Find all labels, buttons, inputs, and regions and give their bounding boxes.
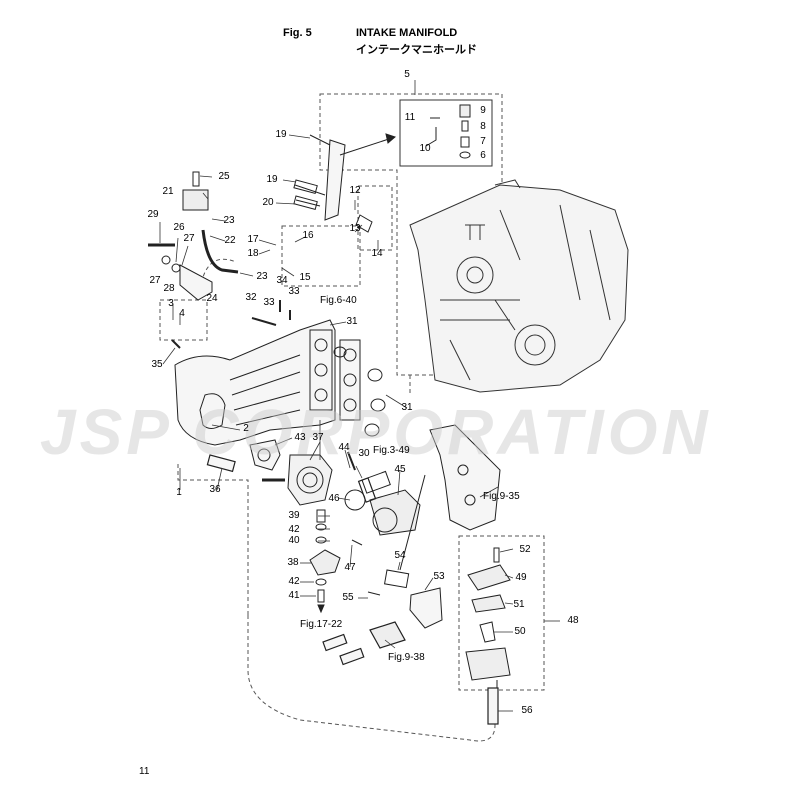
leader-lines bbox=[159, 80, 560, 712]
callout-33-upper: 33 bbox=[288, 286, 300, 297]
callout-48: 48 bbox=[567, 615, 579, 626]
callout-9: 9 bbox=[480, 105, 486, 116]
reference-fig-6-40[interactable]: Fig.6-40 bbox=[320, 295, 357, 306]
callout-54: 54 bbox=[394, 550, 406, 561]
reference-fig-9-38[interactable]: Fig.9-38 bbox=[388, 652, 425, 663]
stack-parts bbox=[309, 509, 341, 614]
callout-44: 44 bbox=[338, 442, 350, 453]
callout-42-upper: 42 bbox=[288, 524, 300, 535]
callout-19-upper: 19 bbox=[275, 129, 287, 140]
callout-30: 30 bbox=[358, 448, 370, 459]
callout-27-lower: 27 bbox=[149, 275, 161, 286]
callout-1: 1 bbox=[176, 487, 182, 498]
subgroup-box-15 bbox=[281, 225, 361, 287]
callout-16: 16 bbox=[302, 230, 314, 241]
reference-fig-17-22[interactable]: Fig.17-22 bbox=[300, 619, 343, 630]
callout-34: 34 bbox=[276, 275, 288, 286]
callout-19-lower: 19 bbox=[266, 174, 278, 185]
callout-46: 46 bbox=[328, 493, 340, 504]
throttle-body bbox=[249, 439, 391, 511]
callout-43: 43 bbox=[294, 432, 306, 443]
callout-35: 35 bbox=[151, 359, 163, 370]
gaskets bbox=[333, 339, 386, 437]
callout-56: 56 bbox=[521, 705, 533, 716]
callout-55: 55 bbox=[342, 592, 354, 603]
callout-24: 24 bbox=[206, 293, 218, 304]
intake-manifold bbox=[174, 319, 336, 446]
callout-29: 29 bbox=[147, 209, 159, 220]
sensor-assembly bbox=[148, 171, 239, 301]
callout-38: 38 bbox=[287, 557, 299, 568]
callout-52: 52 bbox=[519, 544, 531, 555]
callout-49: 49 bbox=[515, 572, 527, 583]
callout-12: 12 bbox=[349, 185, 361, 196]
callout-2: 2 bbox=[243, 423, 249, 434]
subgroup-box-12 bbox=[357, 185, 393, 251]
detail-arrowhead bbox=[385, 133, 396, 144]
callout-36: 36 bbox=[209, 484, 221, 495]
callout-26: 26 bbox=[173, 222, 185, 233]
fuel-rail bbox=[293, 134, 373, 233]
reference-fig-9-35[interactable]: Fig.9-35 bbox=[483, 491, 520, 502]
callout-23-upper: 23 bbox=[223, 215, 235, 226]
callout-32: 32 bbox=[245, 292, 257, 303]
callout-39: 39 bbox=[288, 510, 300, 521]
clip-parts bbox=[367, 474, 443, 629]
callout-31-lower: 31 bbox=[401, 402, 413, 413]
callout-40: 40 bbox=[288, 535, 300, 546]
callout-53: 53 bbox=[433, 571, 445, 582]
callout-5: 5 bbox=[404, 69, 410, 80]
callout-45: 45 bbox=[394, 464, 406, 475]
callout-17: 17 bbox=[247, 234, 259, 245]
callout-41: 41 bbox=[288, 590, 300, 601]
callout-33-lower: 33 bbox=[263, 297, 275, 308]
callout-10: 10 bbox=[419, 143, 431, 154]
callout-13: 13 bbox=[349, 223, 361, 234]
figure-number: Fig. 5 bbox=[283, 27, 312, 39]
callout-6: 6 bbox=[480, 150, 486, 161]
page-number: 11 bbox=[139, 766, 150, 777]
leader-dash-1 bbox=[177, 464, 249, 615]
callout-31-upper: 31 bbox=[346, 316, 358, 327]
callout-18: 18 bbox=[247, 248, 259, 259]
callout-22: 22 bbox=[224, 235, 236, 246]
callout-37: 37 bbox=[312, 432, 324, 443]
callout-23-lower: 23 bbox=[256, 271, 268, 282]
hoses bbox=[206, 454, 499, 725]
callout-27-upper: 27 bbox=[183, 233, 195, 244]
callout-4: 4 bbox=[179, 308, 185, 319]
callout-3: 3 bbox=[168, 298, 174, 309]
callout-20: 20 bbox=[262, 197, 274, 208]
group-48-parts bbox=[465, 547, 511, 688]
callout-28: 28 bbox=[163, 283, 175, 294]
engine-block-outline bbox=[409, 179, 629, 393]
hose-route bbox=[247, 615, 496, 742]
bracket-fig-3-49 bbox=[429, 424, 501, 531]
callout-15: 15 bbox=[299, 272, 311, 283]
bolts bbox=[171, 300, 356, 471]
page-title: INTAKE MANIFOLD bbox=[356, 27, 458, 39]
callout-51: 51 bbox=[513, 599, 525, 610]
page-title-japanese: インテークマニホールド bbox=[356, 44, 477, 56]
callout-42-lower: 42 bbox=[288, 576, 300, 587]
callout-7: 7 bbox=[480, 136, 486, 147]
detail-box-5 bbox=[399, 99, 493, 167]
group-box-48 bbox=[458, 535, 545, 691]
silencer bbox=[351, 489, 421, 546]
callout-50: 50 bbox=[514, 626, 526, 637]
callout-8: 8 bbox=[480, 121, 486, 132]
callout-25: 25 bbox=[218, 171, 230, 182]
detail-parts bbox=[425, 104, 471, 159]
callout-14: 14 bbox=[371, 248, 383, 259]
fuel-rail-group-box bbox=[319, 93, 503, 376]
detail-arrow bbox=[339, 136, 396, 156]
callout-47: 47 bbox=[344, 562, 356, 573]
callout-11: 11 bbox=[404, 112, 416, 123]
callout-21: 21 bbox=[162, 186, 174, 197]
subgroup-box-3-4 bbox=[159, 299, 208, 341]
reference-fig-3-49[interactable]: Fig.3-49 bbox=[373, 445, 410, 456]
